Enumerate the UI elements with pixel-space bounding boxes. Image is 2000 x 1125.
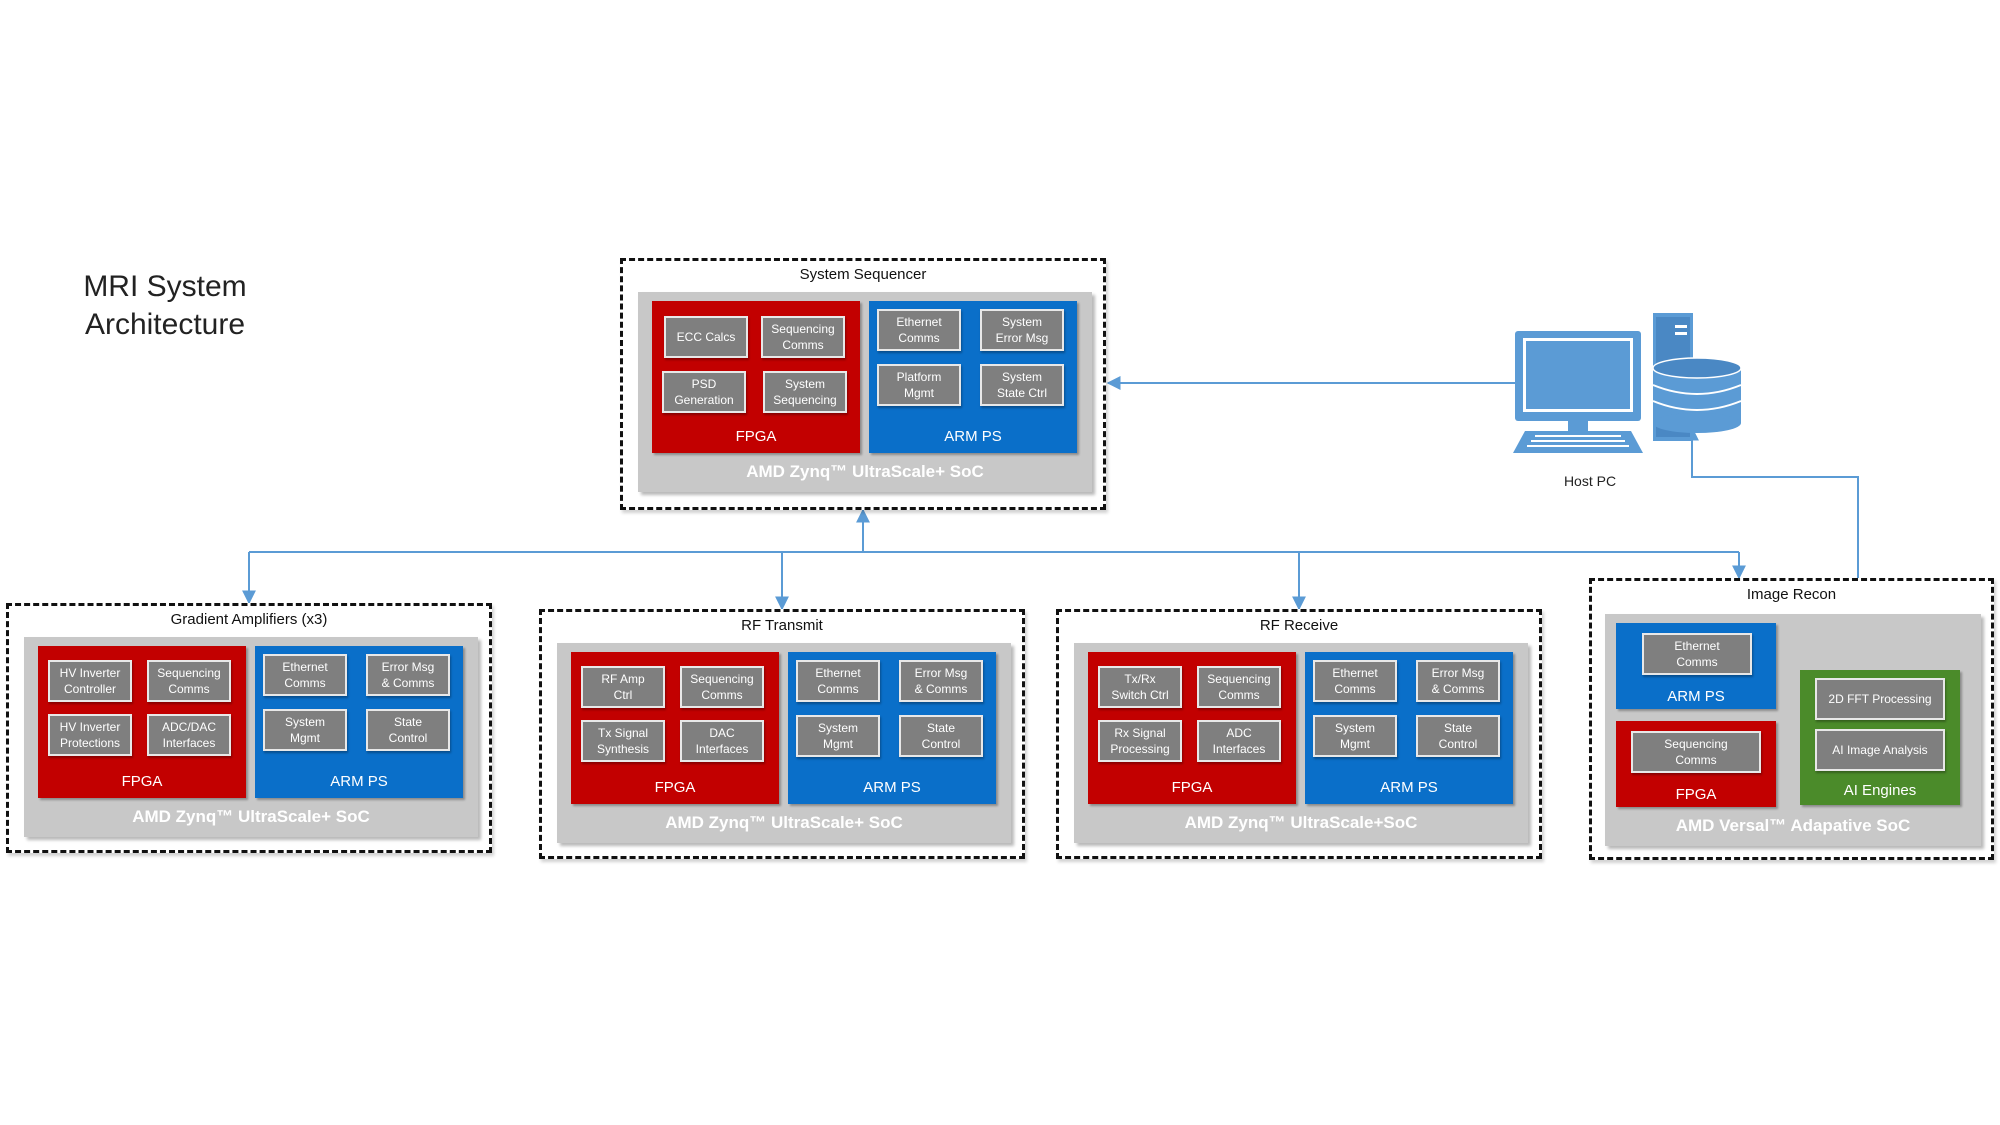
sequencer-arm-block: Ethernet Comms System Error Msg Platform… — [869, 301, 1077, 453]
module-sequencing-comms: Sequencing Comms — [680, 666, 764, 708]
rf-transmit-soc: AMD Zynq™ UltraScale+ SoC RF Amp Ctrl Se… — [557, 643, 1011, 843]
gradient-arm-block: Ethernet Comms Error Msg & Comms System … — [255, 646, 463, 798]
sequencer-fpga-block: ECC Calcs Sequencing Comms PSD Generatio… — [652, 301, 860, 453]
sequencer-arm-label: ARM PS — [944, 428, 1002, 445]
rf-receive-arm-block: Ethernet Comms Error Msg & Comms System … — [1305, 652, 1513, 804]
gradient-amplifiers-box: Gradient Amplifiers (x3) AMD Zynq™ Ultra… — [6, 603, 492, 853]
image-recon-fpga-block: Sequencing Comms FPGA — [1616, 721, 1776, 807]
sequencer-soc-label: AMD Zynq™ UltraScale+ SoC — [746, 462, 984, 481]
rf-transmit-box: RF Transmit AMD Zynq™ UltraScale+ SoC RF… — [539, 609, 1025, 859]
module-hv-inverter-protections: HV Inverter Protections — [48, 714, 132, 756]
image-recon-arm-block: Ethernet Comms ARM PS — [1616, 623, 1776, 709]
title-line-1: MRI System — [83, 270, 247, 303]
module-hv-inverter-controller: HV Inverter Controller — [48, 660, 132, 702]
sequencer-soc: AMD Zynq™ UltraScale+ SoC ECC Calcs Sequ… — [638, 292, 1092, 492]
image-recon-arm-label: ARM PS — [1667, 688, 1725, 705]
module-adc-interfaces: ADC Interfaces — [1197, 720, 1281, 762]
module-rx-signal-processing: Rx Signal Processing — [1098, 720, 1182, 762]
module-rf-amp-ctrl: RF Amp Ctrl — [581, 666, 665, 708]
gradient-soc-label: AMD Zynq™ UltraScale+ SoC — [132, 807, 370, 826]
diagram-title: MRI System Architecture — [60, 268, 270, 344]
module-state-control: State Control — [1416, 715, 1500, 757]
module-ethernet-comms: Ethernet Comms — [1313, 660, 1397, 702]
module-sequencing-comms: Sequencing Comms — [1631, 731, 1761, 773]
rf-transmit-arm-label: ARM PS — [863, 779, 921, 796]
module-state-control: State Control — [366, 709, 450, 751]
rf-transmit-label: RF Transmit — [741, 617, 823, 634]
gradient-arm-label: ARM PS — [330, 773, 388, 790]
image-recon-soc-label: AMD Versal™ Adapative SoC — [1675, 816, 1911, 835]
module-system-mgmt: System Mgmt — [263, 709, 347, 751]
rf-receive-box: RF Receive AMD Zynq™ UltraScale+SoC Tx/R… — [1056, 609, 1542, 859]
module-system-error-msg: System Error Msg — [980, 309, 1064, 351]
module-ai-image-analysis: AI Image Analysis — [1815, 729, 1945, 771]
rf-transmit-arm-block: Ethernet Comms Error Msg & Comms System … — [788, 652, 996, 804]
image-recon-soc: AMD Versal™ Adapative SoC Ethernet Comms… — [1605, 614, 1981, 846]
module-dac-interfaces: DAC Interfaces — [680, 720, 764, 762]
system-sequencer-label: System Sequencer — [799, 266, 927, 283]
sequencer-fpga-label: FPGA — [735, 428, 777, 445]
module-psd-generation: PSD Generation — [662, 371, 746, 413]
module-system-mgmt: System Mgmt — [796, 715, 880, 757]
rf-receive-fpga-block: Tx/Rx Switch Ctrl Sequencing Comms Rx Si… — [1088, 652, 1296, 804]
module-2d-fft-processing: 2D FFT Processing — [1815, 678, 1945, 720]
system-sequencer-box: System Sequencer AMD Zynq™ UltraScale+ S… — [620, 258, 1106, 510]
gradient-amplifiers-label: Gradient Amplifiers (x3) — [170, 611, 328, 628]
module-ethernet-comms: Ethernet Comms — [796, 660, 880, 702]
module-tx-rx-switch-ctrl: Tx/Rx Switch Ctrl — [1098, 666, 1182, 708]
host-pc-label: Host PC — [1563, 473, 1617, 489]
title-line-2: Architecture — [84, 308, 246, 341]
image-recon-box: Image Recon AMD Versal™ Adapative SoC Et… — [1589, 578, 1994, 860]
module-system-state-ctrl: System State Ctrl — [980, 364, 1064, 406]
image-recon-fpga-label: FPGA — [1675, 786, 1717, 803]
computer-with-database-icon — [1513, 313, 1742, 453]
gradient-soc: AMD Zynq™ UltraScale+ SoC HV Inverter Co… — [24, 637, 478, 837]
image-recon-ai-engines-block: 2D FFT Processing AI Image Analysis AI E… — [1800, 670, 1960, 805]
module-system-sequencing: System Sequencing — [763, 371, 847, 413]
rf-receive-soc-label: AMD Zynq™ UltraScale+SoC — [1184, 813, 1418, 832]
gradient-fpga-block: HV Inverter Controller Sequencing Comms … — [38, 646, 246, 798]
rf-transmit-fpga-block: RF Amp Ctrl Sequencing Comms Tx Signal S… — [571, 652, 779, 804]
rf-receive-arm-label: ARM PS — [1380, 779, 1438, 796]
module-ethernet-comms: Ethernet Comms — [1642, 633, 1752, 675]
rf-receive-soc: AMD Zynq™ UltraScale+SoC Tx/Rx Switch Ct… — [1074, 643, 1528, 843]
module-sequencing-comms: Sequencing Comms — [1197, 666, 1281, 708]
gradient-fpga-label: FPGA — [121, 773, 163, 790]
module-error-msg-comms: Error Msg & Comms — [899, 660, 983, 702]
module-ethernet-comms: Ethernet Comms — [877, 309, 961, 351]
rf-transmit-fpga-label: FPGA — [654, 779, 696, 796]
rf-receive-label: RF Receive — [1259, 617, 1339, 634]
image-recon-label: Image Recon — [1746, 586, 1837, 603]
module-platform-mgmt: Platform Mgmt — [877, 364, 961, 406]
module-system-mgmt: System Mgmt — [1313, 715, 1397, 757]
module-tx-signal-synthesis: Tx Signal Synthesis — [581, 720, 665, 762]
recon-to-host-arrow — [1685, 426, 1859, 578]
module-ecc-calcs: ECC Calcs — [664, 316, 748, 358]
rf-receive-fpga-label: FPGA — [1171, 779, 1213, 796]
module-state-control: State Control — [899, 715, 983, 757]
module-ethernet-comms: Ethernet Comms — [263, 654, 347, 696]
module-error-msg-comms: Error Msg & Comms — [1416, 660, 1500, 702]
module-error-msg-comms: Error Msg & Comms — [366, 654, 450, 696]
module-adc-dac-interfaces: ADC/DAC Interfaces — [147, 714, 231, 756]
rf-transmit-soc-label: AMD Zynq™ UltraScale+ SoC — [665, 813, 903, 832]
image-recon-ai-engines-label: AI Engines — [1843, 782, 1917, 799]
module-sequencing-comms: Sequencing Comms — [761, 316, 845, 358]
module-sequencing-comms: Sequencing Comms — [147, 660, 231, 702]
